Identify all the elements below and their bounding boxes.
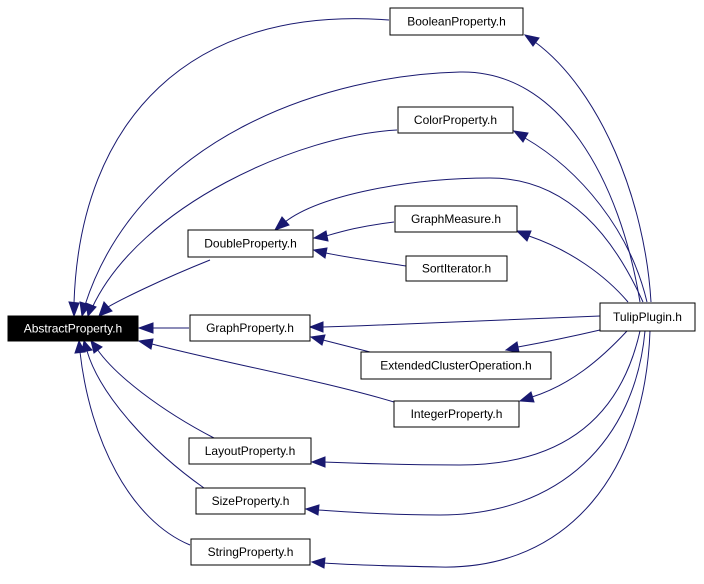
arrowhead-abstract-from-layout [90, 340, 103, 354]
edge-string-to-abstract [79, 351, 191, 546]
edge-tulipplugin-to-size [317, 330, 646, 516]
arrowhead-graph-from-extended [309, 334, 326, 346]
node-size-property-label: SizeProperty.h [212, 494, 290, 508]
node-tulip-plugin-label: TulipPlugin.h [613, 310, 682, 324]
arrowhead-double-from-graphmeasure [312, 230, 329, 242]
node-layout-property[interactable]: LayoutProperty.h [188, 437, 312, 465]
node-tulip-plugin[interactable]: TulipPlugin.h [599, 302, 696, 332]
edge-tulipplugin-to-extended [517, 329, 601, 348]
arrowhead-integer-from-tulipplugin [518, 391, 535, 403]
edge-tulipplugin-to-string [323, 330, 651, 568]
edge-tulipplugin-to-layout [323, 330, 641, 466]
edge-layout-to-abstract [96, 348, 215, 439]
edge-extended-to-graph [322, 339, 371, 353]
edge-tulipplugin-to-boolean [534, 41, 652, 303]
node-graph-property-label: GraphProperty.h [206, 321, 294, 335]
node-boolean-property[interactable]: BooleanProperty.h [389, 7, 524, 36]
arrowhead-boolean-from-tulipplugin [523, 34, 540, 47]
edge-integer-to-abstract [151, 343, 395, 403]
arrowhead-graphmeasure-from-tulipplugin [515, 230, 532, 242]
node-string-property-label: StringProperty.h [208, 545, 294, 559]
arrowhead-abstract-from-graph [137, 322, 154, 334]
edge-tulipplugin-to-graph [322, 315, 601, 328]
edge-sortiterator-to-double [325, 252, 407, 267]
arrowhead-layout-from-tulipplugin [310, 456, 326, 468]
node-abstract-property-label: AbstractProperty.h [24, 322, 122, 336]
arrowhead-abstract-from-boolean [68, 301, 80, 318]
arrowhead-abstract-from-double [98, 301, 113, 317]
node-extended-cluster-operation[interactable]: ExtendedClusterOperation.h [360, 351, 552, 380]
node-string-property[interactable]: StringProperty.h [190, 538, 311, 566]
edge-tulipplugin-to-graphmeasure [528, 235, 629, 303]
node-graph-measure[interactable]: GraphMeasure.h [394, 205, 518, 233]
edge-tulipplugin-to-color [524, 137, 648, 303]
edge-tulipplugin-to-integer [531, 330, 628, 398]
arrowhead-size-from-tulipplugin [304, 504, 320, 516]
edge-boolean-to-abstract [73, 18, 390, 304]
arrowhead-double-from-sortiterator [312, 247, 328, 259]
arrowhead-string-from-tulipplugin [310, 557, 326, 569]
node-integer-property-label: IntegerProperty.h [411, 407, 503, 421]
edge-size-to-abstract [86, 350, 205, 489]
node-boolean-property-label: BooleanProperty.h [407, 15, 506, 29]
node-sort-iterator-label: SortIterator.h [422, 262, 491, 276]
node-graph-property[interactable]: GraphProperty.h [189, 314, 311, 342]
edge-color-to-abstract [91, 129, 398, 309]
node-sort-iterator[interactable]: SortIterator.h [405, 255, 508, 282]
arrowhead-abstract-from-integer [137, 338, 154, 350]
arrowhead-abstract-from-size [81, 339, 93, 353]
edge-graphmeasure-to-double [325, 221, 395, 237]
node-extended-cluster-operation-label: ExtendedClusterOperation.h [380, 359, 531, 373]
arrowhead-abstract-from-color [85, 302, 97, 318]
arrowhead-color-from-tulipplugin [512, 130, 529, 143]
edge-tulipplugin-to-double [284, 177, 644, 303]
node-color-property[interactable]: ColorProperty.h [397, 106, 514, 134]
node-double-property[interactable]: DoubleProperty.h [187, 229, 314, 258]
arrowhead-extended-from-tulipplugin [504, 341, 520, 353]
arrowhead-abstract-from-string [74, 339, 86, 354]
node-size-property[interactable]: SizeProperty.h [195, 487, 306, 515]
arrowhead-double-from-tulipplugin [273, 216, 290, 231]
edge-double-to-abstract [107, 259, 211, 308]
node-double-property-label: DoubleProperty.h [204, 237, 297, 251]
node-abstract-property[interactable]: AbstractProperty.h [7, 315, 139, 342]
node-graph-measure-label: GraphMeasure.h [411, 212, 501, 226]
edge-tulipplugin-to-abstract-upper [84, 71, 641, 306]
node-integer-property[interactable]: IntegerProperty.h [393, 400, 520, 428]
node-color-property-label: ColorProperty.h [414, 113, 497, 127]
arrowhead-graph-from-tulipplugin [308, 321, 324, 333]
node-layout-property-label: LayoutProperty.h [205, 444, 296, 458]
